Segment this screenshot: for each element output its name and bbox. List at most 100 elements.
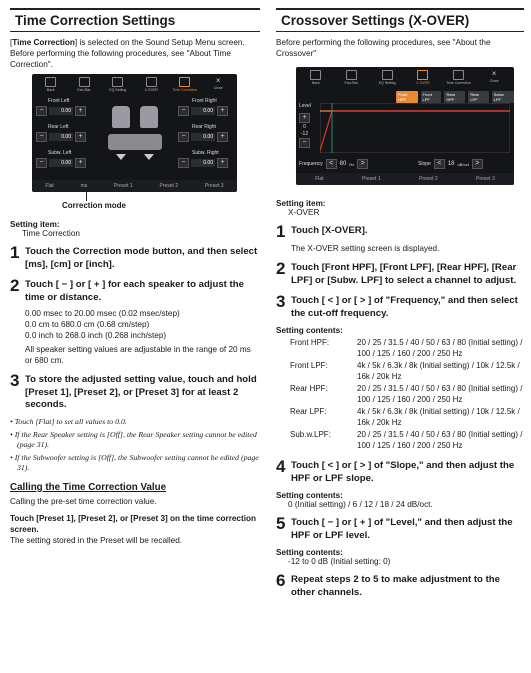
- table-row: Rear LPF:4k / 5k / 6.3k / 8k (Initial se…: [290, 407, 520, 427]
- subw-left-value: 0.00: [49, 159, 73, 167]
- time-correction-icon[interactable]: Time Correction: [172, 77, 197, 93]
- preset-2-button[interactable]: Preset 2: [159, 183, 179, 189]
- step-2-body: 0.00 msec to 20.00 msec (0.02 msec/step)…: [25, 309, 251, 365]
- back-icon[interactable]: Back: [44, 77, 58, 93]
- table-row: Front LPF:4k / 5k / 6.3k / 8k (Initial s…: [290, 361, 520, 381]
- flat-button[interactable]: Flat: [315, 176, 324, 182]
- front-right-label: Front Right: [192, 98, 217, 104]
- note-item: • Touch [Flat] to set all values to 0.0.: [10, 416, 127, 426]
- preset-1-button[interactable]: Preset 1: [114, 183, 133, 189]
- subw-right-minus[interactable]: −: [178, 158, 189, 168]
- subw-lpf-tab[interactable]: Subw. LPF: [491, 91, 514, 103]
- time-correction-icon[interactable]: Time Correction: [446, 70, 471, 86]
- note-item: • If the Rear Speaker setting is [Off], …: [10, 429, 257, 449]
- frequency-right-button[interactable]: >: [357, 159, 369, 169]
- front-left-control: −0.00+: [36, 106, 86, 116]
- intro-bold: Time Correction: [12, 38, 75, 47]
- rear-lpf-tab[interactable]: Rear LPF: [468, 91, 489, 103]
- setting-item-label: Setting item:: [276, 199, 326, 208]
- eq-setting-icon[interactable]: EQ Setting: [379, 70, 396, 86]
- preset-2-button[interactable]: Preset 2: [419, 176, 438, 182]
- level-minus[interactable]: −: [299, 138, 310, 148]
- rear-left-control: −0.00+: [36, 132, 86, 142]
- front-right-plus[interactable]: +: [217, 106, 228, 116]
- rear-left-plus[interactable]: +: [75, 132, 86, 142]
- x-over-icon[interactable]: X-OVER: [416, 70, 430, 86]
- calling-instruction: Touch [Preset 1], [Preset 2], or [Preset…: [10, 513, 256, 534]
- crossover-section: Crossover Settings (X-OVER) Before perfo…: [276, 8, 524, 599]
- correction-mode-button[interactable]: ms: [80, 183, 88, 189]
- close-icon[interactable]: ×Close: [213, 76, 223, 91]
- setting-item-value: X-OVER: [288, 208, 320, 217]
- frequency-value: 80: [339, 161, 347, 167]
- rear-right-minus[interactable]: −: [178, 132, 189, 142]
- preset-bar: Flat ms Preset 1 Preset 2 Preset 3: [32, 180, 237, 192]
- rear-hpf-tab[interactable]: Rear HPF: [444, 91, 466, 103]
- subw-left-minus[interactable]: −: [36, 158, 47, 168]
- preset-1-button[interactable]: Preset 1: [362, 176, 381, 182]
- front-hpf-tab[interactable]: Front HPF: [396, 91, 418, 103]
- x-over-icon[interactable]: X-OVER: [144, 77, 158, 93]
- intro-text: Before performing the following procedur…: [276, 38, 491, 58]
- slope-unit: dB/oct: [457, 161, 469, 167]
- intro-text: [Time Correction] is selected on the Sou…: [10, 38, 245, 47]
- rear-left-minus[interactable]: −: [36, 132, 47, 142]
- step-1-body: The X-OVER setting screen is displayed.: [291, 244, 440, 253]
- subw-right-value: 0.00: [191, 159, 215, 167]
- calling-heading: Calling the Time Correction Value: [10, 481, 167, 493]
- car-seats-graphic: [108, 104, 162, 164]
- front-left-plus[interactable]: +: [75, 106, 86, 116]
- preset-3-button[interactable]: Preset 3: [476, 176, 495, 182]
- subw-left-plus[interactable]: +: [75, 158, 86, 168]
- step-4-contents: 0 (Initial setting) / 6 / 12 / 18 / 24 d…: [288, 500, 433, 509]
- front-right-value: 0.00: [191, 107, 215, 115]
- subw-right-plus[interactable]: +: [217, 158, 228, 168]
- step-5-contents-label: Setting contents:: [276, 548, 343, 557]
- rear-right-plus[interactable]: +: [217, 132, 228, 142]
- setting-contents-label: Setting contents:: [276, 326, 343, 335]
- fader-balance-icon[interactable]: Fad./Bal.: [344, 70, 359, 86]
- screen-toolbar: Back Fad./Bal. EQ Setting X-OVER Time Co…: [32, 74, 237, 96]
- rear-left-value: 0.00: [49, 133, 73, 141]
- crossover-screen: Back Fad./Bal. EQ Setting X-OVER Time Co…: [296, 67, 514, 185]
- front-right-minus[interactable]: −: [178, 106, 189, 116]
- calling-body: Calling the pre-set time correction valu…: [10, 496, 157, 506]
- section-title: Crossover Settings (X-OVER): [276, 8, 524, 32]
- section-title: Time Correction Settings: [10, 8, 260, 32]
- level-plus[interactable]: +: [299, 113, 310, 123]
- frequency-unit: Hz: [349, 161, 355, 167]
- preset-bar: Flat Preset 1 Preset 2 Preset 3: [296, 173, 514, 185]
- step-5-contents: -12 to 0 dB (Initial setting: 0): [288, 557, 391, 566]
- preset-3-button[interactable]: Preset 3: [204, 183, 224, 189]
- intro-text-2: Before performing the following procedur…: [10, 49, 231, 69]
- level-label: Level: [299, 103, 311, 109]
- subw-left-control: −0.00+: [36, 158, 86, 168]
- notes-list: • Touch [Flat] to set all values to 0.0.…: [10, 417, 260, 473]
- front-lpf-tab[interactable]: Front LPF: [420, 91, 442, 103]
- table-row: Rear HPF:20 / 25 / 31.5 / 40 / 50 / 63 /…: [290, 384, 523, 404]
- frequency-left-button[interactable]: <: [325, 159, 337, 169]
- fader-balance-icon[interactable]: Fad./Bal.: [77, 77, 91, 93]
- back-icon[interactable]: Back: [309, 70, 323, 86]
- time-correction-screen: Back Fad./Bal. EQ Setting X-OVER Time Co…: [32, 74, 237, 192]
- step-4-contents-label: Setting contents:: [276, 491, 343, 500]
- eq-setting-icon[interactable]: EQ Setting: [109, 77, 126, 93]
- channel-tabs: Front HPF Front LPF Rear HPF Rear LPF Su…: [396, 91, 514, 103]
- slope-left-button[interactable]: <: [433, 159, 445, 169]
- setting-item-label: Setting item:: [10, 220, 60, 229]
- subw-right-control: −0.00+: [178, 158, 228, 168]
- rear-right-value: 0.00: [191, 133, 215, 141]
- slope-right-button[interactable]: >: [471, 159, 483, 169]
- level-control: + 0 -12 −: [299, 113, 310, 148]
- flat-button[interactable]: Flat: [45, 183, 54, 189]
- front-left-minus[interactable]: −: [36, 106, 47, 116]
- close-icon[interactable]: ×Close: [489, 69, 499, 84]
